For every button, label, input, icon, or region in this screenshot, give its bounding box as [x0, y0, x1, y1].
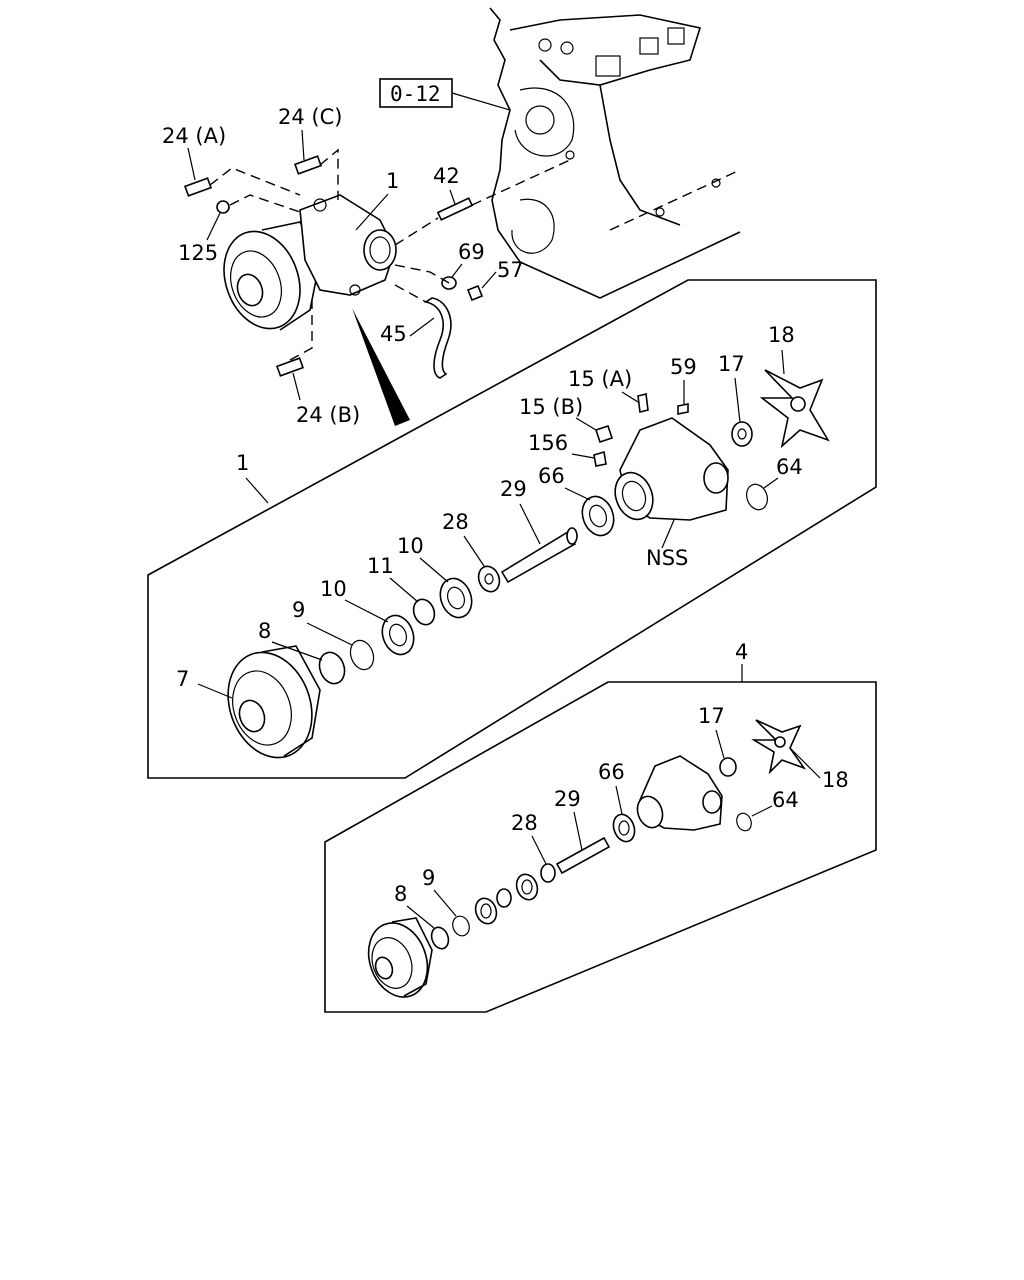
panel-2: 4 8: [324, 640, 877, 1013]
p1-label-17: 17: [718, 352, 745, 376]
label-57: 57: [497, 258, 524, 282]
p1-label-28: 28: [442, 510, 469, 534]
upper-labels: 24 (A) 24 (C) 1 42 125 69 57 45 24 (B): [162, 105, 524, 427]
p2-label-28: 28: [511, 811, 538, 835]
p1-label-8: 8: [258, 619, 271, 643]
panel-1-group-number: 1: [236, 451, 249, 475]
reference-box: 0-12: [379, 78, 511, 111]
panel-1: 1: [147, 279, 877, 779]
detail-pointer: [352, 308, 410, 426]
p1-label-66: 66: [538, 464, 565, 488]
p1-label-29: 29: [500, 477, 527, 501]
p2-label-64: 64: [772, 788, 799, 812]
p2-label-17: 17: [698, 704, 725, 728]
p1-label-156: 156: [528, 431, 568, 455]
label-42: 42: [433, 164, 460, 188]
label-125: 125: [178, 241, 218, 265]
p1-label-15b: 15 (B): [519, 395, 583, 419]
p1-label-11: 11: [367, 554, 394, 578]
upper-fasteners: [183, 148, 571, 379]
label-24c: 24 (C): [278, 105, 342, 129]
reference-label: 0-12: [390, 82, 441, 106]
p2-label-29: 29: [554, 787, 581, 811]
engine-block-outline: [489, 7, 741, 299]
p2-label-9: 9: [422, 866, 435, 890]
p1-label-nss: NSS: [646, 546, 688, 570]
p1-label-7: 7: [176, 667, 189, 691]
label-45: 45: [380, 322, 407, 346]
p2-label-66: 66: [598, 760, 625, 784]
label-1-upper: 1: [386, 169, 399, 193]
p1-label-15a: 15 (A): [568, 367, 632, 391]
water-pump-assembly: [223, 194, 397, 331]
p1-label-9: 9: [292, 598, 305, 622]
p2-label-8: 8: [394, 882, 407, 906]
label-24b: 24 (B): [296, 403, 360, 427]
p1-label-59: 59: [670, 355, 697, 379]
label-24a: 24 (A): [162, 124, 226, 148]
p1-label-10b: 10: [397, 534, 424, 558]
panel-2-group-number: 4: [735, 640, 748, 664]
label-69: 69: [458, 240, 485, 264]
p1-label-10a: 10: [320, 577, 347, 601]
p1-label-64: 64: [776, 455, 803, 479]
p2-label-18: 18: [822, 768, 849, 792]
p1-label-18: 18: [768, 323, 795, 347]
